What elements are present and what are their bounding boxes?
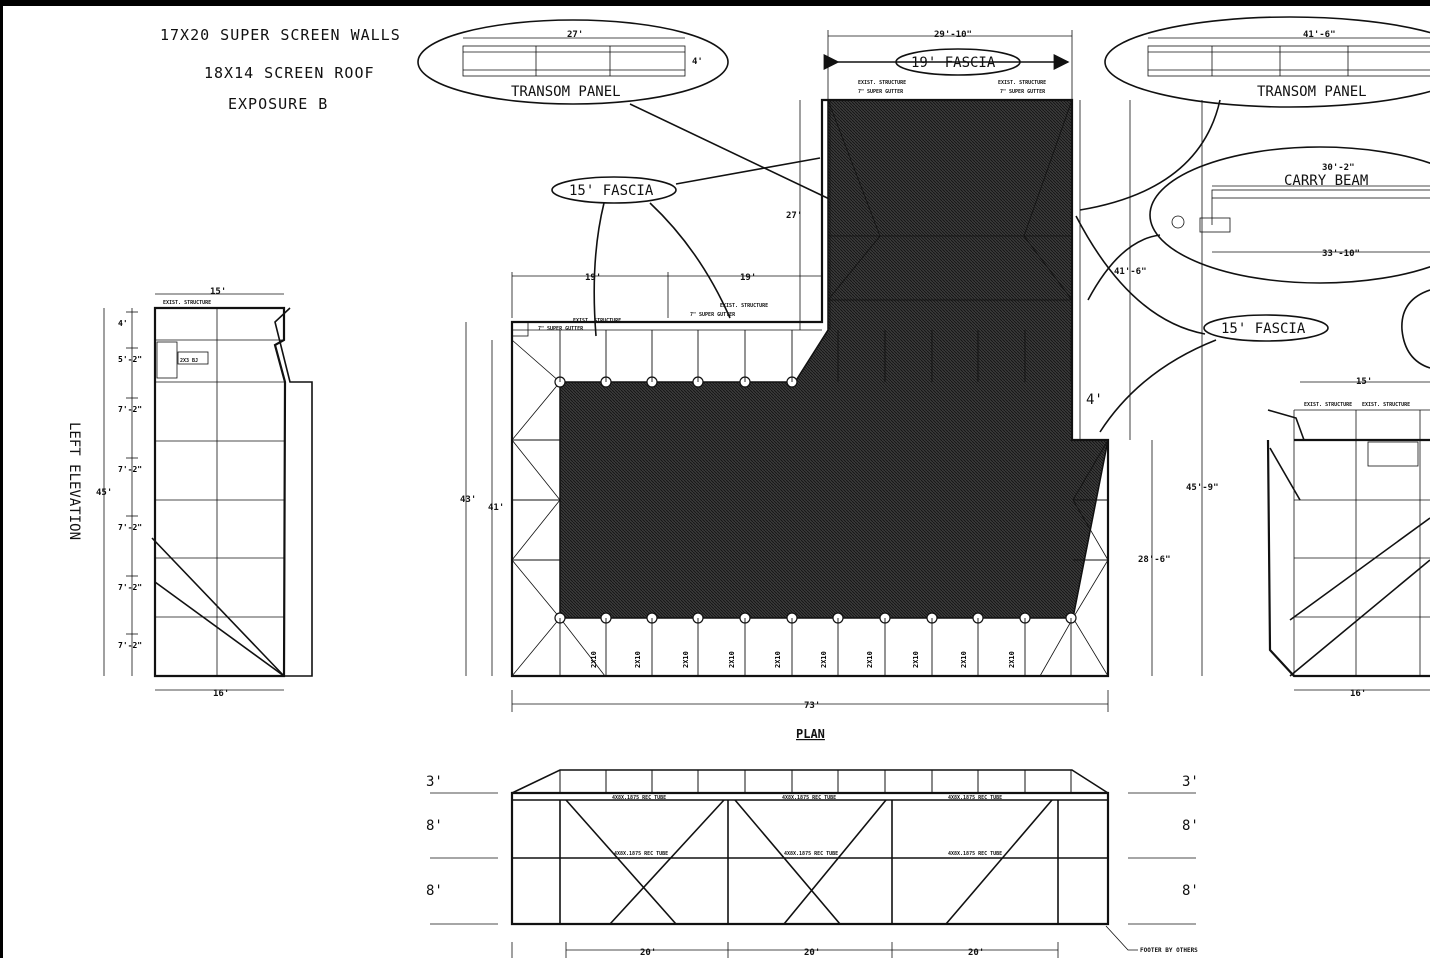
plan-right-dim-c: 28'-6"	[1138, 555, 1171, 565]
carry-beam-top-dim: 30'-2"	[1322, 163, 1355, 173]
front-tube-label-2: 4X8X.1875 REC TUBE	[782, 795, 836, 801]
fascia-15-left-callout: 15' FASCIA	[551, 157, 821, 337]
plan-outline	[510, 98, 1110, 678]
front-tube-label-4: 4X8X.1875 REC TUBE	[614, 851, 668, 857]
transom-callout-left: 27' 4' TRANSOM PANEL	[417, 19, 843, 206]
front-tube-label-3: 4X8X.1875 REC TUBE	[948, 795, 1002, 801]
plan-beam-label: 2X10	[820, 651, 828, 668]
plan-step-dim: 4'	[1086, 392, 1103, 408]
front-tube-label-6: 4X8X.1875 REC TUBE	[948, 851, 1002, 857]
title-block: 17X20 SUPER SCREEN WALLS 18X14 SCREEN RO…	[160, 26, 401, 113]
left-elev-total-height: 45'	[96, 488, 112, 498]
left-elev-top-dim: 15'	[210, 287, 226, 297]
plan-beam-label: 2X10	[728, 651, 736, 668]
transom-right-dim: 41'-6"	[1303, 30, 1336, 40]
right-elev-exist-1: EXIST. STRUCTURE	[1304, 402, 1352, 408]
left-elevation-label: LEFT ELEVATION	[66, 422, 82, 540]
plan-beams: 2X10 2X10 2X10 2X10 2X10 2X10 2X10 2X10 2X10 2X10	[512, 330, 1108, 676]
front-left-row-1: 3'	[426, 774, 443, 790]
left-elev-row-dim: 5'-2"	[118, 355, 142, 364]
plan-beam-label: 2X10	[960, 651, 968, 668]
carry-beam-bottom-dim: 33'-10"	[1322, 249, 1360, 259]
right-elevation: EXIST. STRUCTURE EXIST. STRUCTURE 15' 16…	[1266, 377, 1430, 699]
front-left-row-2: 8'	[426, 818, 443, 834]
left-elev-row-dim: 7'-2"	[118, 641, 142, 650]
plan-left-height: 27'	[786, 211, 802, 221]
plan-gutter-3: 7" SUPER GUTTER	[858, 89, 904, 95]
left-elev-kickplate: 2X3 BJ	[180, 358, 198, 364]
transom-left-label: TRANSOM PANEL	[511, 84, 621, 100]
transom-left-height: 4'	[692, 57, 703, 67]
front-bay-1: 20'	[640, 948, 656, 958]
plan-inner-height: 41'	[488, 503, 504, 513]
plan-beam-label: 2X10	[866, 651, 874, 668]
front-right-row-2: 8'	[1182, 818, 1199, 834]
left-elev-row-dim: 4'	[118, 319, 128, 328]
transom-right-label: TRANSOM PANEL	[1257, 84, 1367, 100]
fascia-15-right-label: 15' FASCIA	[1221, 321, 1306, 337]
carry-beam-label: CARRY BEAM	[1284, 173, 1368, 189]
plan-gutter-1: 7" SUPER GUTTER	[538, 326, 584, 332]
title-line-1: 17X20 SUPER SCREEN WALLS	[160, 26, 401, 44]
front-tube-label-5: 4X8X.1875 REC TUBE	[784, 851, 838, 857]
plan-right-dim-b: 45'-9"	[1186, 483, 1219, 493]
front-right-row-3: 8'	[1182, 883, 1199, 899]
plan-beam-label: 2X10	[1008, 651, 1016, 668]
plan-span-b: 19'	[740, 273, 756, 283]
fascia-15-left-label: 15' FASCIA	[569, 183, 654, 199]
left-elev-bottom-dim: 16'	[213, 689, 229, 699]
right-elev-exist-2: EXIST. STRUCTURE	[1362, 402, 1410, 408]
plan-label: PLAN	[796, 727, 825, 741]
carry-beam-callout: 30'-2" CARRY BEAM 33'-10"	[1087, 146, 1430, 301]
front-bay-3: 20'	[968, 948, 984, 958]
transom-callout-right: 41'-6" TRANSOM PANEL	[1079, 16, 1430, 211]
fascia-19-label: 19' FASCIA	[911, 55, 996, 71]
transom-left-dim: 27'	[567, 30, 583, 40]
top-border	[0, 0, 1430, 6]
left-border	[0, 0, 3, 958]
front-tube-label-1: 4X8X.1875 REC TUBE	[612, 795, 666, 801]
plan-exist-structure-2: EXIST. STRUCTURE	[720, 303, 768, 309]
front-right-row-1: 3'	[1182, 774, 1199, 790]
left-elev-row-dim: 7'-2"	[118, 405, 142, 414]
front-elevation: 4X8X.1875 REC TUBE 4X8X.1875 REC TUBE 4X…	[426, 769, 1199, 958]
front-footer-note: FOOTER BY OTHERS	[1140, 947, 1198, 954]
plan-beam-label: 2X10	[590, 651, 598, 668]
plan-total-width: 73'	[804, 701, 820, 711]
plan-gutter-4: 7" SUPER GUTTER	[1000, 89, 1046, 95]
front-left-row-3: 8'	[426, 883, 443, 899]
plan-beam-label: 2X10	[774, 651, 782, 668]
plan-gutter-2: 7" SUPER GUTTER	[690, 312, 736, 318]
front-bay-2: 20'	[804, 948, 820, 958]
left-elevation: EXIST. STRUCTURE 2X3 BJ 15' 16' 45' 4' 5'…	[66, 287, 313, 699]
left-elev-row-dim: 7'-2"	[118, 583, 142, 592]
plan-beam-label: 2X10	[912, 651, 920, 668]
fascia-15-right-callout: 15' FASCIA	[1075, 215, 1329, 433]
plan-exist-structure-1: EXIST. STRUCTURE	[573, 318, 621, 324]
plan-beam-label: 2X10	[682, 651, 690, 668]
plan-outer-height: 43'	[460, 495, 476, 505]
plan-right-dim-a: 41'-6"	[1114, 267, 1147, 277]
left-elev-row-dim: 7'-2"	[118, 523, 142, 532]
right-elev-top-dim: 15'	[1356, 377, 1372, 387]
plan-span-a: 19'	[585, 273, 601, 283]
title-line-2: 18X14 SCREEN ROOF	[204, 64, 375, 82]
right-elev-bottom-dim: 16'	[1350, 689, 1366, 699]
plan-view: EXIST. STRUCTURE 7" SUPER GUTTER EXIST. …	[460, 80, 1219, 741]
left-elev-row-dims: 4' 5'-2" 7'-2" 7'-2" 7'-2" 7'-2" 7'-2"	[118, 311, 142, 650]
plan-exist-structure-3: EXIST. STRUCTURE	[858, 80, 906, 86]
title-line-3: EXPOSURE B	[228, 95, 328, 113]
left-elev-row-dim: 7'-2"	[118, 465, 142, 474]
plan-exist-structure-4: EXIST. STRUCTURE	[998, 80, 1046, 86]
left-elev-exist: EXIST. STRUCTURE	[163, 300, 211, 306]
plan-top-width: 29'-10"	[934, 30, 972, 40]
plan-beam-label: 2X10	[634, 651, 642, 668]
fascia-19-callout: 19' FASCIA 29'-10"	[823, 30, 1073, 100]
callout-edge-right	[1401, 289, 1430, 369]
